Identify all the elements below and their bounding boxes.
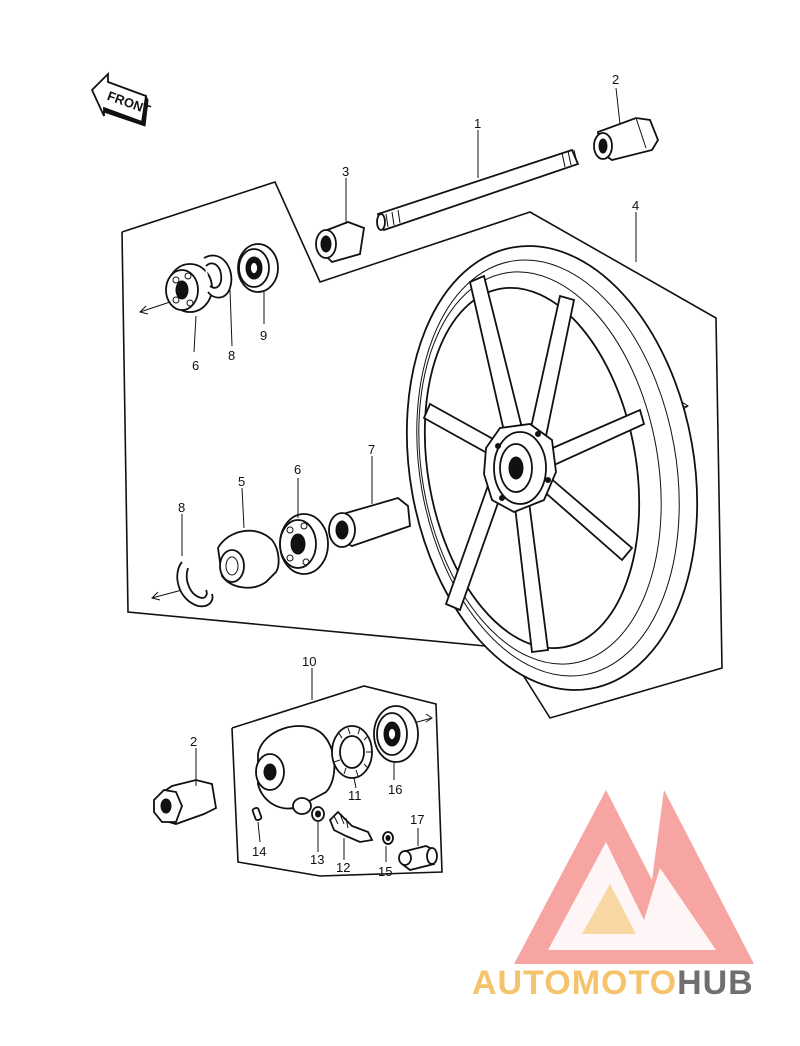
circlip-lower (176, 561, 214, 608)
speedometer-gear-retainer (217, 529, 280, 589)
callout-8-top: 8 (228, 348, 235, 363)
bearing-middle (279, 513, 329, 575)
speedometer-gear-housing (255, 725, 336, 815)
oil-seal-lower (373, 705, 419, 763)
callout-4: 4 (632, 198, 639, 213)
callout-11: 11 (348, 788, 362, 803)
collar (315, 221, 366, 264)
watermark-text: AUTOMOTOHUB (472, 964, 754, 1002)
callout-9: 9 (260, 328, 267, 343)
callout-10: 10 (302, 654, 316, 669)
cast-wheel (405, 245, 699, 691)
automotohub-triangle-logo-icon (514, 790, 754, 964)
callout-3: 3 (342, 164, 349, 179)
callout-1: 1 (474, 116, 481, 131)
distance-collar (328, 497, 411, 548)
callout-2-lower: 2 (190, 734, 197, 749)
callout-labels: 1 2 3 4 5 6 6 7 8 8 9 10 11 12 13 14 15 … (178, 72, 639, 879)
watermark-text-automoto: AUTOMOTO (472, 964, 677, 1002)
axle-nut-top (593, 117, 660, 161)
callout-13: 13 (310, 852, 324, 867)
automotohub-watermark-logo: AUTOMOTOHUB (472, 790, 754, 1002)
callout-8-lower: 8 (178, 500, 185, 515)
assembly-outline (121, 181, 723, 719)
speedometer-pinion (328, 810, 374, 843)
pin (251, 806, 263, 822)
axle (376, 148, 580, 232)
callout-16: 16 (388, 782, 402, 797)
callout-6-top: 6 (192, 358, 199, 373)
circlip-top (203, 254, 233, 299)
bearing-top (165, 263, 213, 313)
washer-15 (382, 831, 394, 845)
callout-17: 17 (410, 812, 424, 827)
callout-12: 12 (336, 860, 350, 875)
callout-2-top: 2 (612, 72, 619, 87)
front-arrow-icon: FRONT (90, 71, 153, 127)
oil-seal-top (237, 243, 279, 293)
speedometer-gear (331, 725, 373, 779)
leader-lines (181, 87, 637, 862)
axle-nut-lower (152, 779, 217, 825)
gear-housing-outline (231, 685, 443, 877)
callout-6-middle: 6 (294, 462, 301, 477)
callout-15: 15 (378, 864, 392, 879)
pinion-bushing (398, 845, 438, 871)
callout-7: 7 (368, 442, 375, 457)
watermark-text-hub: HUB (677, 964, 754, 1002)
washer-13 (311, 806, 325, 822)
callout-5: 5 (238, 474, 245, 489)
callout-14: 14 (252, 844, 266, 859)
